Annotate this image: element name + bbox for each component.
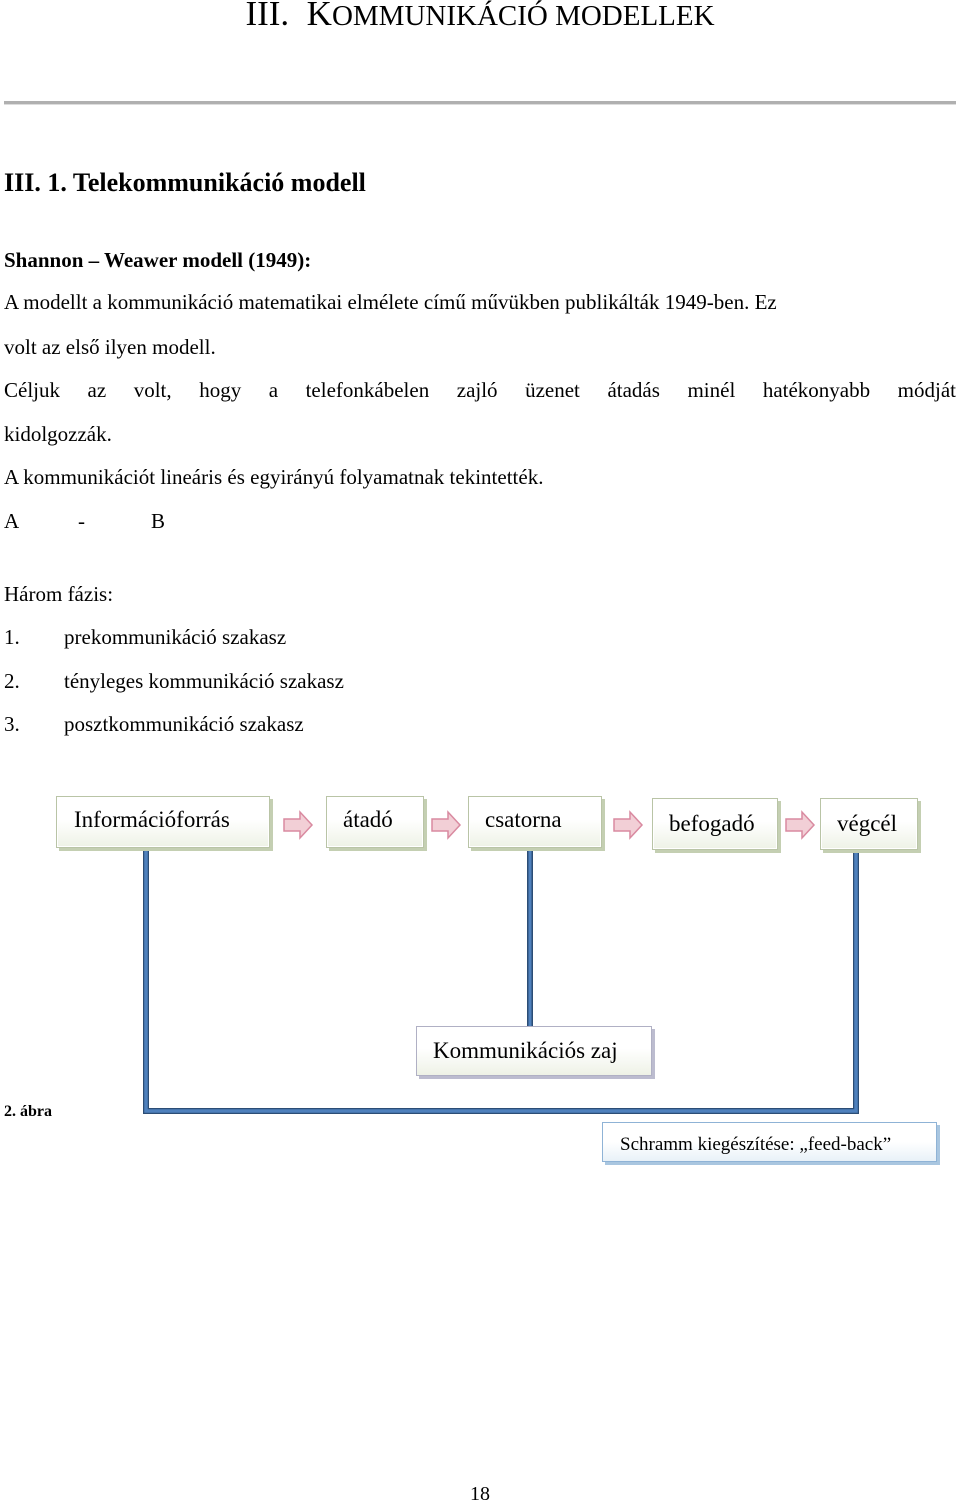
node-information-source-label: Információforrás (74, 807, 230, 832)
arrow-right-icon (613, 810, 644, 840)
node-receiver: befogadó (652, 798, 778, 850)
arrow-right-icon (283, 810, 314, 840)
title-roman: III. (245, 0, 290, 33)
model-subheading: Shannon – Weawer modell (1949): (4, 248, 312, 272)
node-communication-noise-label: Kommunikációs zaj (433, 1038, 618, 1063)
node-destination-label: végcél (837, 811, 898, 836)
feedback-loop-line (143, 850, 859, 1114)
figure-caption: 2. ábra (4, 1103, 52, 1120)
page-number: 18 (470, 1483, 490, 1505)
ab-dash: - (78, 509, 85, 533)
node-channel: csatorna (468, 796, 602, 848)
ab-letter-a: A (4, 509, 20, 533)
title-divider (4, 101, 956, 105)
node-destination: végcél (820, 798, 918, 850)
paragraph-1-line-1: A modellt a kommunikáció matematikai elm… (4, 290, 777, 314)
paragraph-2-line-2: kidolgozzák. (4, 422, 112, 446)
phase-1-text: prekommunikáció szakasz (64, 625, 287, 649)
node-transmitter-label: átadó (343, 807, 393, 832)
node-transmitter: átadó (326, 796, 424, 848)
phase-2-number: 2. (4, 669, 20, 693)
phase-2-text: tényleges kommunikáció szakasz (64, 669, 344, 693)
phase-3-text: posztkommunikáció szakasz (64, 712, 304, 736)
node-receiver-label: befogadó (669, 811, 755, 836)
paragraph-2-line-1: Céljuk az volt, hogy a telefonkábelen za… (4, 378, 956, 402)
node-feedback-label: Schramm kiegészítése: „feed-back” (620, 1134, 892, 1155)
node-communication-noise: Kommunikációs zaj (416, 1026, 652, 1076)
phase-1-number: 1. (4, 625, 20, 649)
node-information-source: Információforrás (56, 796, 270, 848)
phases-label: Három fázis: (4, 582, 114, 606)
page-title: III. KOMMUNIKÁCIÓ MODELLEK (0, 0, 960, 34)
node-feedback: Schramm kiegészítése: „feed-back” (602, 1122, 937, 1162)
title-rest: OMMUNIKÁCIÓ MODELLEK (331, 0, 715, 32)
title-cap: K (306, 0, 332, 33)
arrow-right-icon (785, 810, 816, 840)
arrow-right-icon (431, 810, 462, 840)
ab-letter-b: B (151, 509, 166, 533)
section-heading: III. 1. Telekommunikáció modell (4, 168, 366, 197)
paragraph-3: A kommunikációt lineáris és egyirányú fo… (4, 465, 544, 489)
paragraph-1-line-2: volt az első ilyen modell. (4, 335, 216, 359)
node-channel-label: csatorna (485, 807, 562, 832)
phase-3-number: 3. (4, 712, 20, 736)
